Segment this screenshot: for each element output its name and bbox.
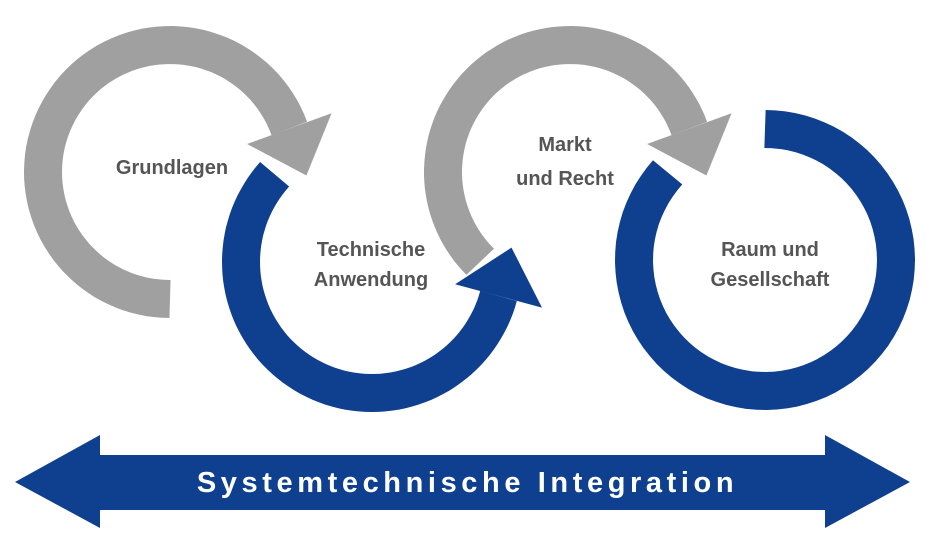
label-raum-und-gesellschaft: Raum und Gesellschaft xyxy=(711,235,830,295)
label-technische-anwendung: Technische Anwendung xyxy=(314,235,428,295)
cycle-arrow-markt-und-recht xyxy=(424,25,708,275)
label-line: Gesellschaft xyxy=(710,269,830,291)
cycle-arrow-technische-anwendung xyxy=(221,162,517,413)
double-arrow-integration xyxy=(15,435,910,528)
integration-label: Systemtechnische Integration xyxy=(196,467,739,499)
arrowhead-grundlagen xyxy=(247,113,332,176)
label-line: Markt xyxy=(538,134,592,156)
label-line: Raum und xyxy=(721,239,819,261)
arrowhead-markt-und-recht xyxy=(647,113,732,176)
label-line: Technische xyxy=(316,239,426,261)
label-line: Anwendung xyxy=(313,269,429,291)
label-line: Grundlagen xyxy=(115,157,229,179)
label-markt-und-recht: Markt und Recht xyxy=(516,128,614,196)
cycle-arrow-grundlagen xyxy=(23,25,308,318)
cycle-ring-raum-und-gesellschaft xyxy=(614,110,916,411)
label-line: und Recht xyxy=(516,168,614,190)
arrowhead-technische-anwendung xyxy=(455,247,542,308)
label-grundlagen: Grundlagen xyxy=(116,153,228,183)
